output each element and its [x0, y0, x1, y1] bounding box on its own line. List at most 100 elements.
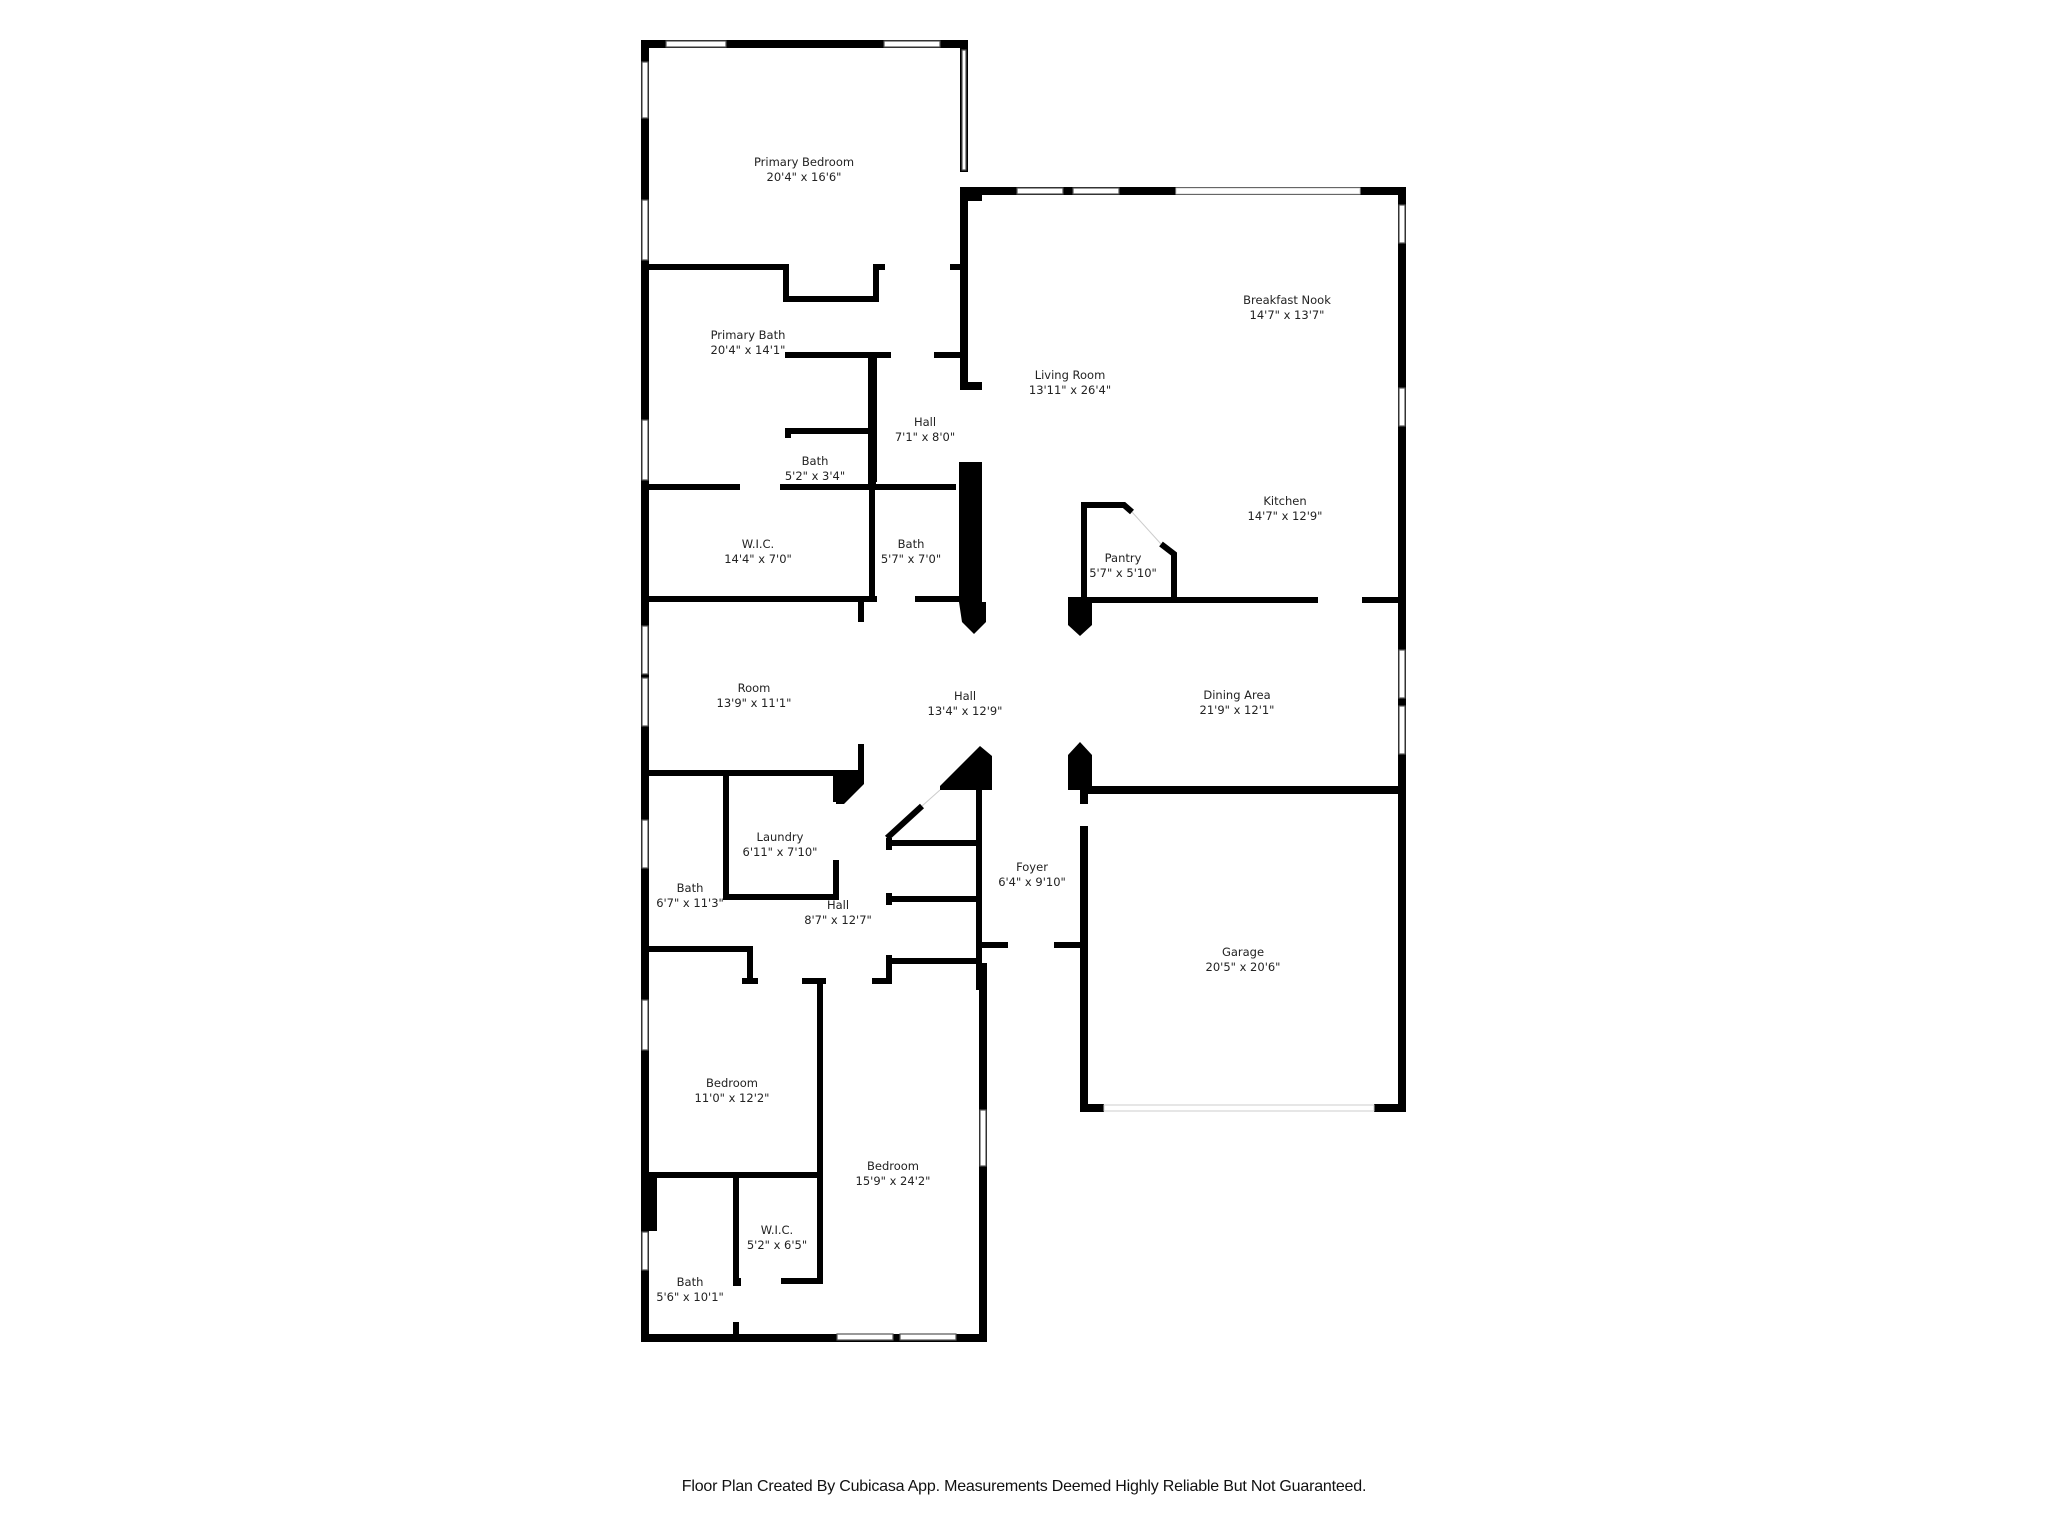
wall: [960, 382, 982, 390]
room-name: Kitchen: [1263, 494, 1307, 508]
room-bath-small: Bath 5'2" x 3'4": [785, 454, 845, 484]
room-name: Breakfast Nook: [1243, 293, 1331, 307]
room-name: Bath: [676, 881, 704, 895]
garage-door: [1103, 1104, 1375, 1112]
wall: [733, 1322, 739, 1336]
window: [961, 49, 967, 171]
wall: [733, 1278, 741, 1286]
room-primary-bath: Primary Bath 20'4" x 14'1": [711, 328, 786, 358]
window: [979, 1109, 987, 1167]
room-breakfast-nook: Breakfast Nook 14'7" x 13'7": [1243, 293, 1331, 323]
room-dims: 5'7" x 7'0": [880, 552, 942, 566]
wall: [641, 484, 740, 490]
room-dims: 13'4" x 12'9": [927, 704, 1003, 718]
room-name: Dining Area: [1203, 688, 1271, 702]
disclaimer-footer: Floor Plan Created By Cubicasa App. Meas…: [681, 1478, 1367, 1495]
room-name: W.I.C.: [741, 537, 775, 551]
wall: [641, 264, 789, 270]
wall: [723, 776, 729, 900]
wall: [785, 428, 871, 434]
wall: [888, 958, 982, 964]
window: [641, 819, 649, 869]
room-name: Primary Bath: [710, 328, 786, 342]
wall: [1374, 1104, 1406, 1112]
wall: [960, 187, 968, 390]
room-dims: 7'1" x 8'0": [894, 430, 956, 444]
wall: [934, 352, 964, 358]
room-room: Room 13'9" x 11'1": [717, 681, 792, 711]
room-bath-2: Bath 5'7" x 7'0": [881, 537, 941, 567]
wall: [1080, 826, 1088, 1112]
wall: [982, 942, 1008, 948]
wall: [868, 352, 876, 486]
room-dims: 13'9" x 11'1": [716, 696, 792, 710]
wall: [785, 352, 891, 358]
window: [641, 419, 649, 481]
room-name: Hall: [913, 415, 937, 429]
room-dims: 20'4" x 16'6": [766, 170, 842, 184]
wall: [1080, 786, 1088, 804]
wall: [950, 264, 964, 270]
room-primary-bedroom: Primary Bedroom 20'4" x 16'6": [754, 155, 854, 185]
wall: [641, 1334, 987, 1342]
room-dims: 5'2" x 6'5": [746, 1238, 808, 1252]
room-dims: 14'7" x 12'9": [1247, 509, 1323, 523]
room-dims: 15'9" x 24'2": [855, 1174, 931, 1188]
window: [1398, 387, 1406, 427]
window: [1072, 187, 1120, 195]
wall: [641, 770, 864, 776]
sliding-door: [1175, 187, 1361, 195]
pantry-door: [1131, 511, 1162, 545]
wall: [884, 803, 925, 841]
window: [665, 40, 727, 48]
room-dims: 14'4" x 7'0": [724, 552, 792, 566]
wall: [641, 1172, 823, 1178]
room-name: Hall: [826, 898, 850, 912]
window: [1398, 705, 1406, 755]
closet-door: [921, 789, 941, 807]
wall: [976, 790, 982, 990]
wall: [888, 840, 982, 846]
room-name: Bedroom: [705, 1076, 759, 1090]
wall: [641, 40, 967, 48]
room-dims: 20'5" x 20'6": [1205, 960, 1281, 974]
wall: [833, 776, 839, 802]
room-hall-main: Hall 13'4" x 12'9": [928, 689, 1003, 719]
room-name: W.I.C.: [760, 1223, 794, 1237]
wall: [873, 264, 885, 270]
wall: [641, 596, 877, 602]
room-bedroom-1: Bedroom 11'0" x 12'2": [695, 1076, 770, 1106]
room-dims: 6'11" x 7'10": [742, 845, 818, 859]
wall: [723, 894, 839, 900]
room-dims: 5'7" x 5'10": [1089, 566, 1157, 580]
room-name: Foyer: [1016, 860, 1048, 874]
room-dining-area: Dining Area 21'9" x 12'1": [1200, 688, 1275, 718]
wall: [873, 358, 877, 482]
wall: [873, 264, 879, 300]
wall: [1068, 597, 1318, 603]
wall: [833, 860, 839, 900]
room-bath-4: Bath 5'6" x 10'1": [656, 1275, 724, 1305]
wall: [836, 776, 864, 804]
window: [641, 1231, 649, 1271]
wall: [641, 946, 753, 952]
room-dims: 5'6" x 10'1": [656, 1290, 724, 1304]
room-name: Primary Bedroom: [753, 155, 855, 169]
room-dims: 8'7" x 12'7": [804, 913, 872, 927]
room-hall-lower: Hall 8'7" x 12'7": [804, 898, 872, 928]
room-wic-bedroom: W.I.C. 5'2" x 6'5": [747, 1223, 807, 1253]
wall: [886, 955, 892, 984]
wall: [858, 598, 864, 622]
wall: [959, 462, 978, 602]
room-dims: 13'11" x 26'4": [1028, 383, 1112, 397]
room-living-room: Living Room 13'11" x 26'4": [1029, 368, 1111, 398]
wall: [785, 428, 791, 438]
wall: [780, 484, 956, 490]
room-foyer: Foyer 6'4" x 9'10": [998, 860, 1066, 890]
room-garage: Garage 20'5" x 20'6": [1206, 945, 1281, 975]
wall: [781, 1278, 823, 1284]
room-name: Bedroom: [866, 1159, 920, 1173]
wall: [783, 264, 789, 300]
wall: [915, 596, 959, 602]
room-name: Room: [737, 681, 771, 695]
